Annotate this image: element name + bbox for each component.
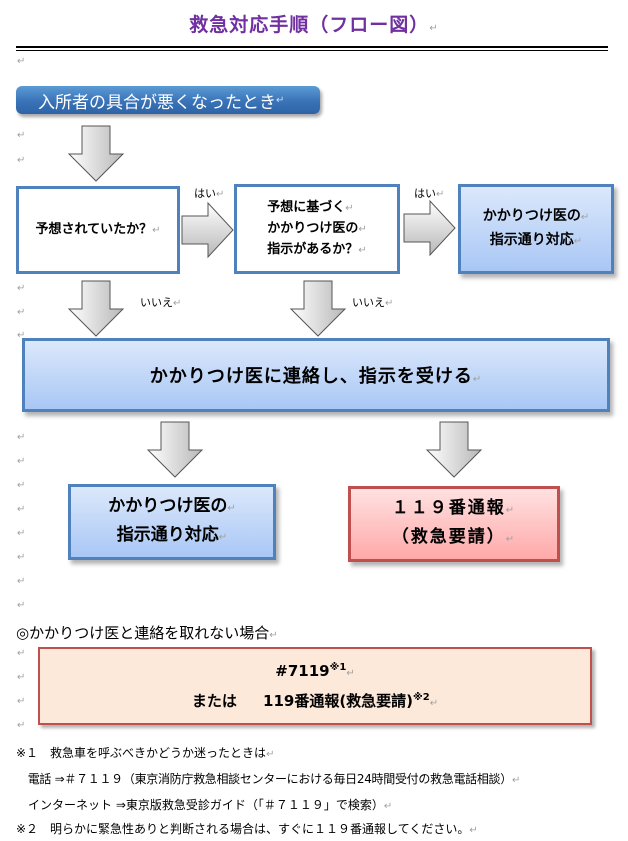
page-title: 救急対応手順（フロー図）↵ (189, 14, 439, 36)
paragraph-mark: ↵ (17, 307, 26, 318)
paragraph-mark: ↵ (17, 672, 26, 683)
paragraph-mark: ↵ (17, 155, 26, 166)
right-arrow-icon (403, 199, 456, 257)
down-arrow-icon (146, 421, 204, 478)
paragraph-mark: ↵ (17, 576, 26, 587)
down-arrow-icon (67, 125, 125, 182)
note-1-internet: インターネット ⇒東京版救急受診ガイド（「＃７１１９」で検索）↵ (16, 798, 393, 812)
paragraph-mark: ↵ (17, 528, 26, 539)
paragraph-mark: ↵ (17, 56, 26, 67)
yes-label: はい↵ (414, 187, 445, 200)
paragraph-mark: ↵ (17, 600, 26, 611)
paragraph-mark: ↵ (17, 283, 26, 294)
question-instruction-box: 予想に基づく↵ かかりつけ医の↵ 指示があるか？↵ (234, 184, 400, 274)
paragraph-mark: ↵ (17, 720, 26, 731)
note-1-phone: 電話 ⇒＃７１１９（東京消防庁救急相談センターにおける毎日24時間受付の救急電話… (16, 772, 521, 786)
paragraph-mark: ↵ (17, 456, 26, 467)
title-divider (16, 46, 608, 51)
paragraph-mark: ↵ (17, 432, 26, 443)
fallback-heading: ◎かかりつけ医と連絡を取れない場合↵ (16, 624, 278, 642)
paragraph-mark: ↵ (17, 480, 26, 491)
fallback-contact-box: #7119※1↵ または 119番通報(救急要請)※2↵ (38, 647, 592, 725)
question-expected-box: 予想されていたか？↵ (16, 186, 180, 274)
contact-doctor-box: かかりつけ医に連絡し、指示を受ける↵ (22, 338, 610, 412)
paragraph-mark: ↵ (17, 552, 26, 563)
down-arrow-icon (289, 280, 347, 337)
paragraph-mark: ↵ (17, 648, 26, 659)
down-arrow-icon (425, 421, 483, 478)
paragraph-mark: ↵ (429, 23, 439, 34)
no-label: いいえ↵ (140, 296, 182, 309)
no-label: いいえ↵ (352, 296, 394, 309)
right-arrow-icon (181, 201, 234, 259)
paragraph-mark: ↵ (17, 330, 26, 341)
note-2: ※２ 明らかに緊急性ありと判断される場合は、すぐに１１９番通報してください。↵ (16, 822, 478, 836)
down-arrow-icon (67, 280, 125, 337)
follow-doctor-instruction-result-box: かかりつけ医の↵ 指示通り対応↵ (68, 484, 276, 560)
paragraph-mark: ↵ (17, 130, 26, 141)
paragraph-mark: ↵ (17, 696, 26, 707)
yes-label: はい↵ (194, 187, 225, 200)
start-condition-box: 入所者の具合が悪くなったとき↵ (16, 86, 320, 114)
follow-doctor-instruction-box: かかりつけ医の↵ 指示通り対応↵ (458, 184, 614, 274)
paragraph-mark: ↵ (17, 504, 26, 515)
call-119-box: １１９番通報↵ （救急要請）↵ (348, 486, 560, 562)
note-1: ※１ 救急車を呼ぶべきかどうか迷ったときは↵ (16, 746, 275, 760)
